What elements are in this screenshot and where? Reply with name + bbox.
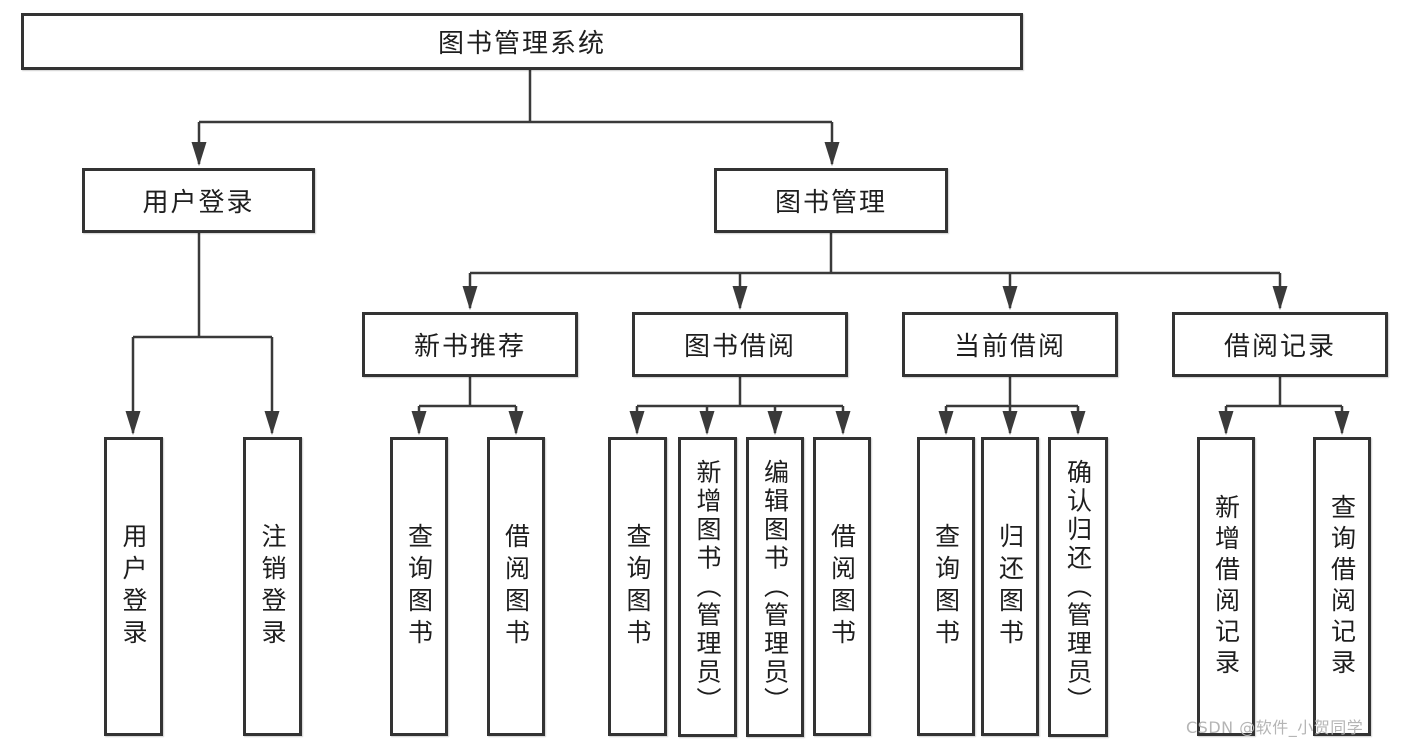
leaf-edit-books-admin: 编辑图书（管理员） bbox=[746, 437, 804, 737]
leaf-recommend-query-books: 查询图书 bbox=[390, 437, 448, 736]
leaf-current-query-books: 查询图书 bbox=[917, 437, 975, 736]
node-new-book-recommend: 新书推荐 bbox=[362, 312, 578, 377]
leaf-query-borrow-record: 查询借阅记录 bbox=[1313, 437, 1371, 736]
node-book-management: 图书管理 bbox=[714, 168, 948, 233]
node-borrow-records: 借阅记录 bbox=[1172, 312, 1388, 377]
node-current-borrow: 当前借阅 bbox=[902, 312, 1118, 377]
leaf-borrow-books: 借阅图书 bbox=[813, 437, 871, 736]
leaf-logout: 注销登录 bbox=[243, 437, 302, 736]
node-root: 图书管理系统 bbox=[21, 13, 1023, 70]
watermark: CSDN @软件_小贺同学 bbox=[1186, 718, 1364, 737]
leaf-add-borrow-record: 新增借阅记录 bbox=[1197, 437, 1255, 736]
leaf-return-books: 归还图书 bbox=[981, 437, 1039, 736]
node-book-borrow: 图书借阅 bbox=[632, 312, 848, 377]
leaf-add-books-admin: 新增图书（管理员） bbox=[678, 437, 737, 737]
node-user-login: 用户登录 bbox=[82, 168, 315, 233]
leaf-confirm-return-admin: 确认归还（管理员） bbox=[1048, 437, 1108, 737]
leaf-user-login: 用户登录 bbox=[104, 437, 163, 736]
leaf-borrow-query-books: 查询图书 bbox=[608, 437, 667, 736]
leaf-recommend-borrow-books: 借阅图书 bbox=[487, 437, 545, 736]
